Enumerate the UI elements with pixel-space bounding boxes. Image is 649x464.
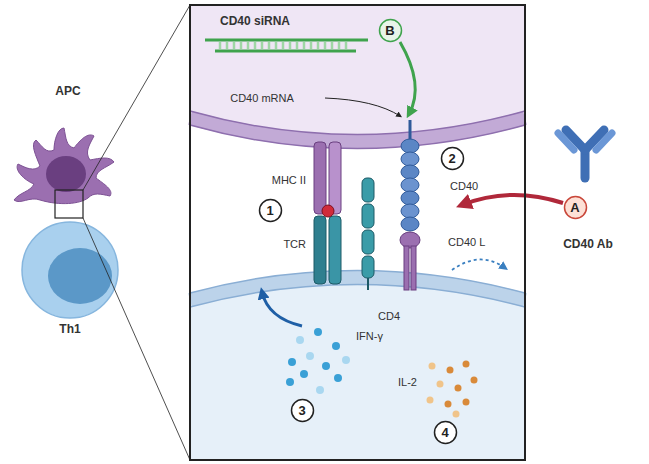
inset (190, 5, 525, 460)
part-label: CD40 mRNA (230, 92, 294, 104)
part-label: Th1 (59, 323, 80, 336)
mhc-tcr-complex (314, 142, 341, 284)
il2-dots (427, 361, 478, 418)
callout-number: 4 (433, 420, 458, 445)
ifn-dots (286, 328, 350, 394)
part-label: IL-2 (398, 376, 417, 388)
part-label: CD40 (450, 180, 478, 192)
cd4-molecule (362, 178, 374, 290)
zoom-line (83, 218, 190, 460)
badge-text: 3 (298, 404, 305, 417)
th1-cell (22, 222, 118, 318)
ifn-arrow (262, 292, 302, 326)
part-label: MHC II (272, 174, 306, 186)
part-label: CD40 L (448, 236, 485, 248)
part-label: CD40 siRNA (220, 15, 290, 28)
antibody (558, 130, 612, 178)
zoom-line (83, 5, 190, 190)
cd40-ligand (400, 232, 420, 290)
mrna-arrow (325, 98, 400, 116)
part-label: TCR (283, 238, 306, 250)
badge-text: A (570, 201, 579, 214)
badge-text: 1 (266, 204, 273, 217)
callout-number: 2 (440, 146, 465, 171)
sirna-arrow (400, 42, 415, 114)
il2-arrow (452, 259, 505, 270)
badge-text: 2 (448, 152, 455, 165)
cd40-receptor (401, 120, 419, 231)
zoom-box (55, 190, 83, 218)
sirna-strand (205, 40, 368, 51)
badge-text: B (385, 24, 394, 37)
badge-text: 4 (441, 426, 448, 439)
part-label: CD40 Ab (563, 238, 613, 251)
callout-number: 3 (290, 398, 315, 423)
letter-badge: B (378, 18, 403, 43)
part-label: IFN-γ (356, 330, 383, 342)
letter-badge: A (563, 195, 588, 220)
part-label: APC (55, 85, 80, 98)
antibody-arrow (462, 195, 563, 205)
callout-number: 1 (258, 198, 283, 223)
part-label: CD4 (378, 310, 400, 322)
inset-frame (190, 5, 525, 460)
apc-cell (14, 128, 114, 204)
